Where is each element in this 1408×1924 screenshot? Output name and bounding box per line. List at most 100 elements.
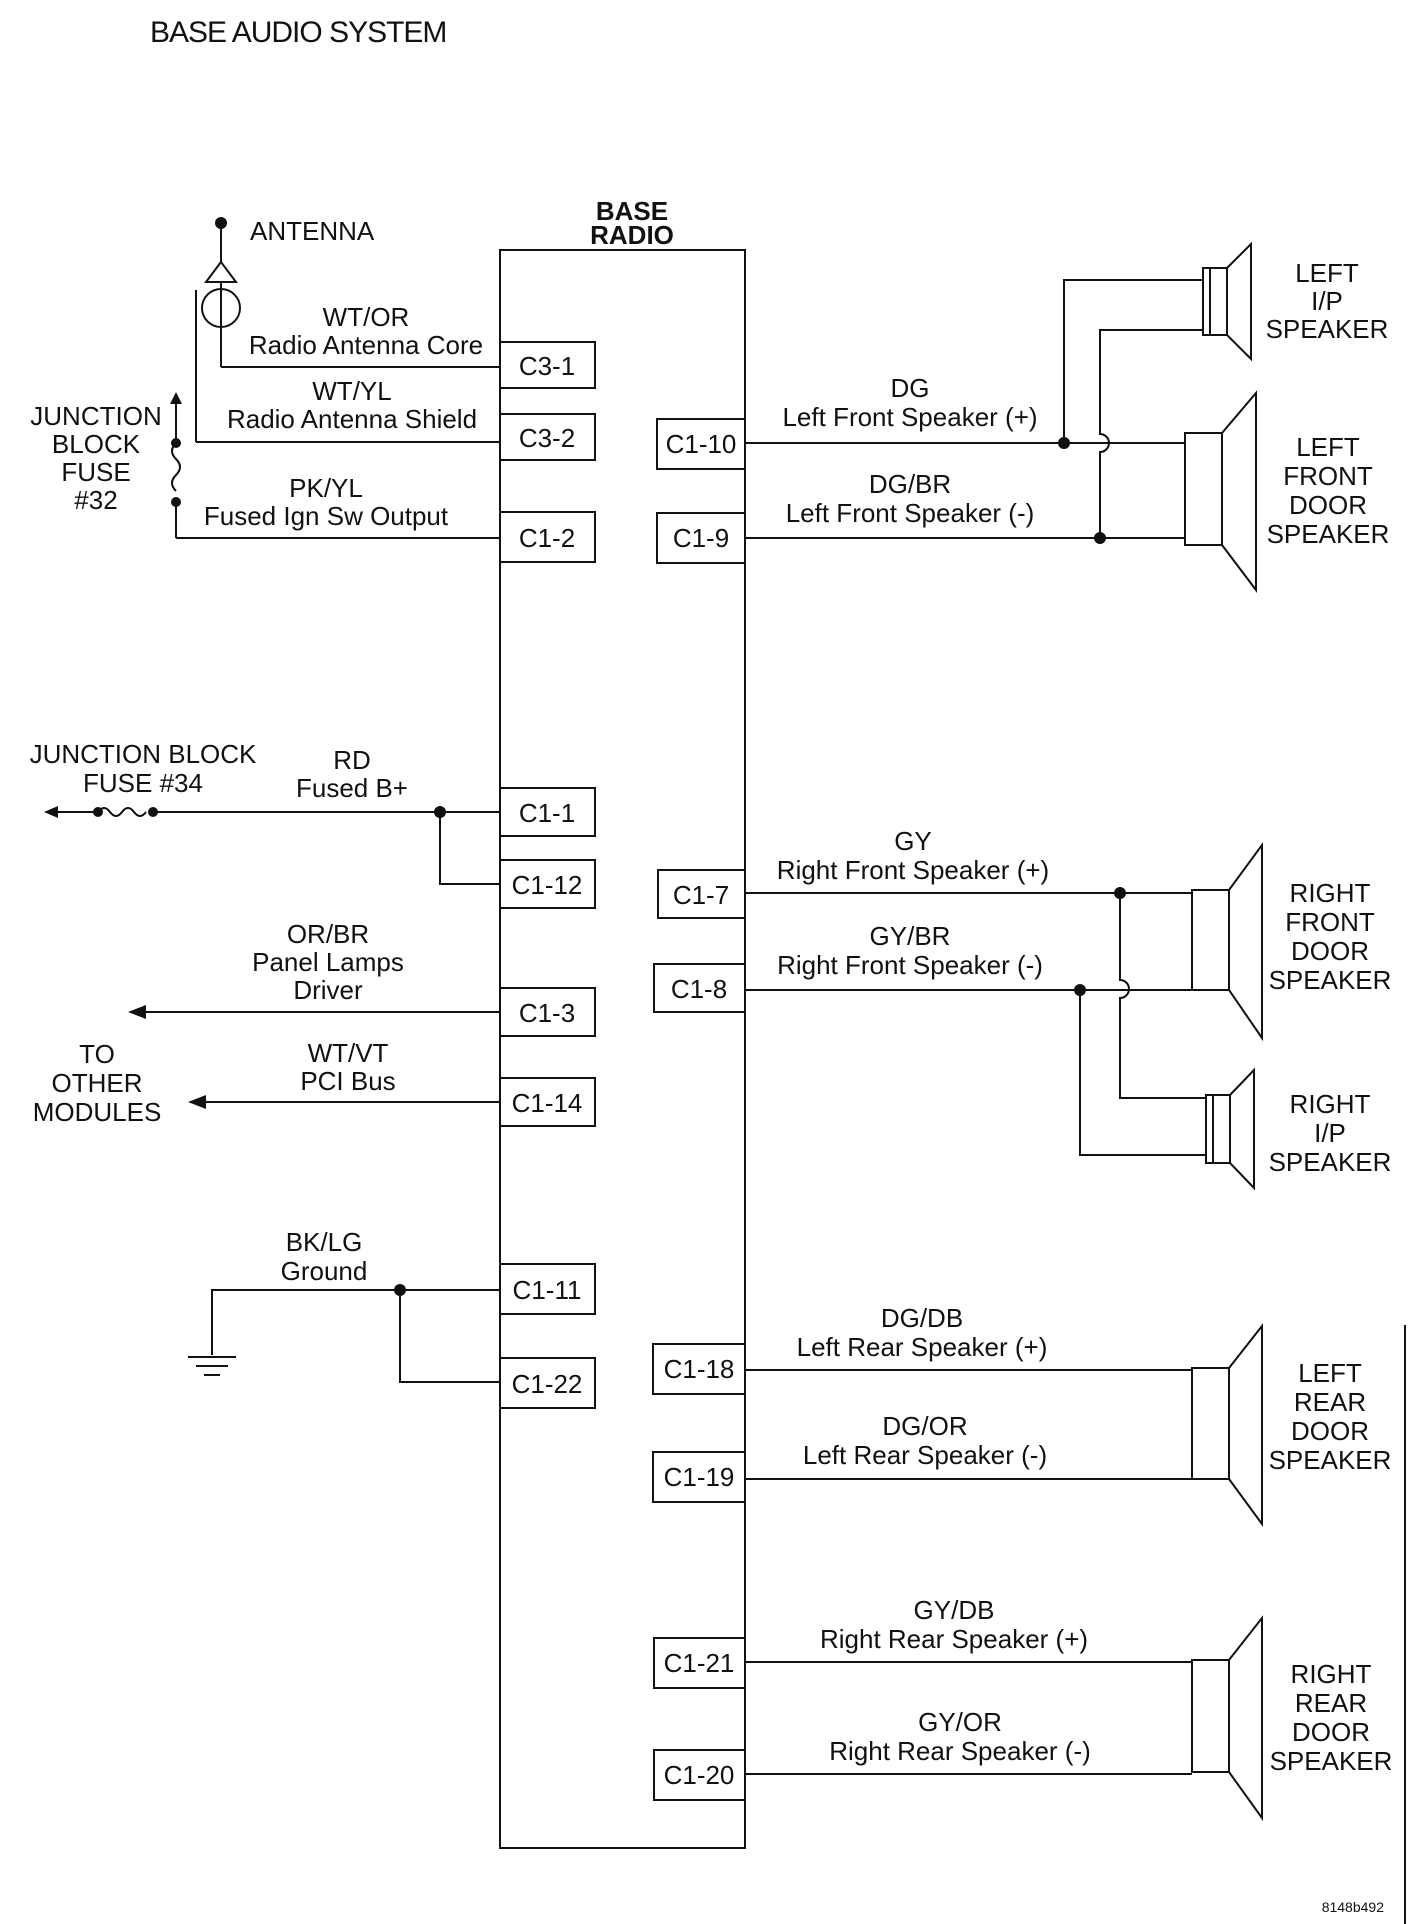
pin-c1-14-box — [499, 1077, 596, 1127]
pin-c3-1: C3-1 — [519, 351, 575, 381]
speaker-left-rear-door-line1: LEFT — [1298, 1358, 1362, 1388]
pin-c1-12-box — [499, 859, 596, 909]
speaker-left-rear-door-line3: DOOR — [1291, 1416, 1369, 1446]
speaker-right-front-door-line3: DOOR — [1291, 936, 1369, 966]
wire-c1-10-color: DG — [891, 373, 930, 403]
wire-c1-11-color: BK/LG — [286, 1227, 363, 1257]
pin-c1-10: C1-10 — [666, 429, 737, 459]
pin-c1-9: C1-9 — [673, 523, 729, 553]
wire-c1-21-desc: Right Rear Speaker (+) — [820, 1624, 1088, 1654]
speaker-right-ip-line3: SPEAKER — [1269, 1147, 1392, 1177]
wire-lf-pos-ip — [1063, 279, 1203, 443]
antenna-label: ANTENNA — [250, 216, 375, 246]
wire-c1-9-desc: Left Front Speaker (-) — [786, 498, 1035, 528]
wire-c1-8-desc: Right Front Speaker (-) — [777, 950, 1043, 980]
junction-fuse-32-line4: #32 — [74, 485, 117, 515]
wire-c1-14-color: WT/VT — [308, 1038, 389, 1068]
wire-c1-3-color: OR/BR — [287, 919, 369, 949]
junction-fuse-34-line2: FUSE #34 — [83, 768, 203, 798]
pin-c1-8: C1-8 — [671, 974, 727, 1004]
fuse-32-icon — [170, 392, 182, 538]
wire-c1-20-color: GY/OR — [918, 1707, 1002, 1737]
speaker-right-rear-door-line1: RIGHT — [1291, 1659, 1372, 1689]
wire-c1-18-desc: Left Rear Speaker (+) — [797, 1332, 1048, 1362]
wire-c3-2-color: WT/YL — [312, 376, 391, 406]
pin-c1-21: C1-21 — [664, 1648, 735, 1678]
pin-c1-14: C1-14 — [512, 1088, 583, 1118]
pin-c1-21-box — [653, 1637, 746, 1689]
pin-c1-19-box — [652, 1451, 746, 1503]
junction-fuse-32-line2: BLOCK — [52, 429, 141, 459]
junction-fuse-34-line1: JUNCTION BLOCK — [30, 739, 257, 769]
wire-c1-3-desc-line2: Driver — [293, 975, 363, 1005]
pin-c1-11: C1-11 — [513, 1275, 582, 1305]
pin-c1-20-box — [653, 1749, 746, 1801]
pin-c3-1-box — [499, 341, 596, 389]
speaker-right-rear-door-line3: DOOR — [1292, 1717, 1370, 1747]
speaker-right-ip-line1: RIGHT — [1290, 1089, 1371, 1119]
pin-c1-2-box — [499, 511, 596, 563]
wire-lf-neg-ip — [1099, 329, 1203, 538]
speaker-right-rear-door-icon — [1191, 1615, 1263, 1822]
wire-c3-1-color: WT/OR — [323, 302, 410, 332]
wire-c1-2-desc: Fused Ign Sw Output — [204, 501, 449, 531]
pin-c1-8-box — [653, 963, 746, 1013]
speaker-left-ip-icon — [1202, 241, 1252, 362]
speaker-right-ip-icon — [1205, 1067, 1255, 1191]
pin-c1-7-box — [657, 869, 746, 919]
arrow-c1-3 — [128, 1005, 146, 1019]
base-radio-box — [499, 249, 746, 1849]
pin-c3-2: C3-2 — [519, 423, 575, 453]
diagram-title: BASE AUDIO SYSTEM — [150, 16, 446, 49]
speaker-left-front-door-line1: LEFT — [1296, 432, 1360, 462]
pin-c1-7: C1-7 — [673, 880, 729, 910]
wire-c3-2-desc: Radio Antenna Shield — [227, 404, 477, 434]
speaker-right-rear-door-line4: SPEAKER — [1270, 1746, 1393, 1776]
wire-c1-18-color: DG/DB — [881, 1303, 963, 1333]
wire-c1-19-desc: Left Rear Speaker (-) — [803, 1440, 1047, 1470]
wire-c1-19-color: DG/OR — [882, 1411, 967, 1441]
to-other-modules-line3: MODULES — [33, 1097, 162, 1127]
to-other-modules-line1: TO — [79, 1039, 115, 1069]
speaker-left-rear-door-line4: SPEAKER — [1269, 1445, 1392, 1475]
fuse-34-icon — [44, 806, 158, 818]
pin-c1-9-box — [656, 512, 746, 564]
pin-c1-10-box — [656, 418, 746, 470]
speaker-left-rear-door-icon — [1191, 1323, 1263, 1528]
pin-c1-3: C1-3 — [519, 998, 575, 1028]
speaker-left-ip-line1: LEFT — [1295, 258, 1359, 288]
pin-c1-18: C1-18 — [664, 1354, 735, 1384]
wire-c1-2-color: PK/YL — [289, 473, 363, 503]
wire-c1-3-desc-line1: Panel Lamps — [252, 947, 404, 977]
wire-c1-7-desc: Right Front Speaker (+) — [777, 855, 1049, 885]
pin-c1-19: C1-19 — [664, 1462, 735, 1492]
speaker-left-ip-line3: SPEAKER — [1266, 314, 1389, 344]
pin-c1-20: C1-20 — [664, 1760, 735, 1790]
antenna-icon — [195, 217, 241, 442]
wire-c1-9-color: DG/BR — [869, 469, 951, 499]
wire-c3-1-desc: Radio Antenna Core — [249, 330, 483, 360]
speaker-right-ip-line2: I/P — [1314, 1118, 1346, 1148]
pin-c1-1-box — [499, 787, 596, 837]
wire-c1-21-color: GY/DB — [914, 1595, 995, 1625]
speaker-right-front-door-line1: RIGHT — [1290, 878, 1371, 908]
speaker-left-front-door-line4: SPEAKER — [1267, 519, 1390, 549]
speaker-left-ip-line2: I/P — [1311, 286, 1343, 316]
speaker-right-front-door-icon — [1191, 841, 1263, 1042]
junction-fuse-32-line3: FUSE — [61, 457, 130, 487]
pin-c1-22: C1-22 — [512, 1369, 583, 1399]
figure-id: 8148b492 — [1322, 1899, 1385, 1915]
wire-rf-neg-ip — [1079, 990, 1206, 1156]
wire-c1-8-color: GY/BR — [870, 921, 951, 951]
pin-c1-11-box — [499, 1263, 596, 1315]
junction-fuse-32-line1: JUNCTION — [30, 401, 161, 431]
speaker-left-front-door-line3: DOOR — [1289, 490, 1367, 520]
radio-label-line2: RADIO — [590, 220, 674, 250]
pin-c1-22-box — [499, 1357, 596, 1409]
speaker-right-front-door-line2: FRONT — [1285, 907, 1375, 937]
pin-c1-3-box — [499, 987, 596, 1037]
wire-c1-1-desc: Fused B+ — [296, 773, 408, 803]
to-other-modules-line2: OTHER — [52, 1068, 143, 1098]
wire-c1-20-desc: Right Rear Speaker (-) — [829, 1736, 1091, 1766]
